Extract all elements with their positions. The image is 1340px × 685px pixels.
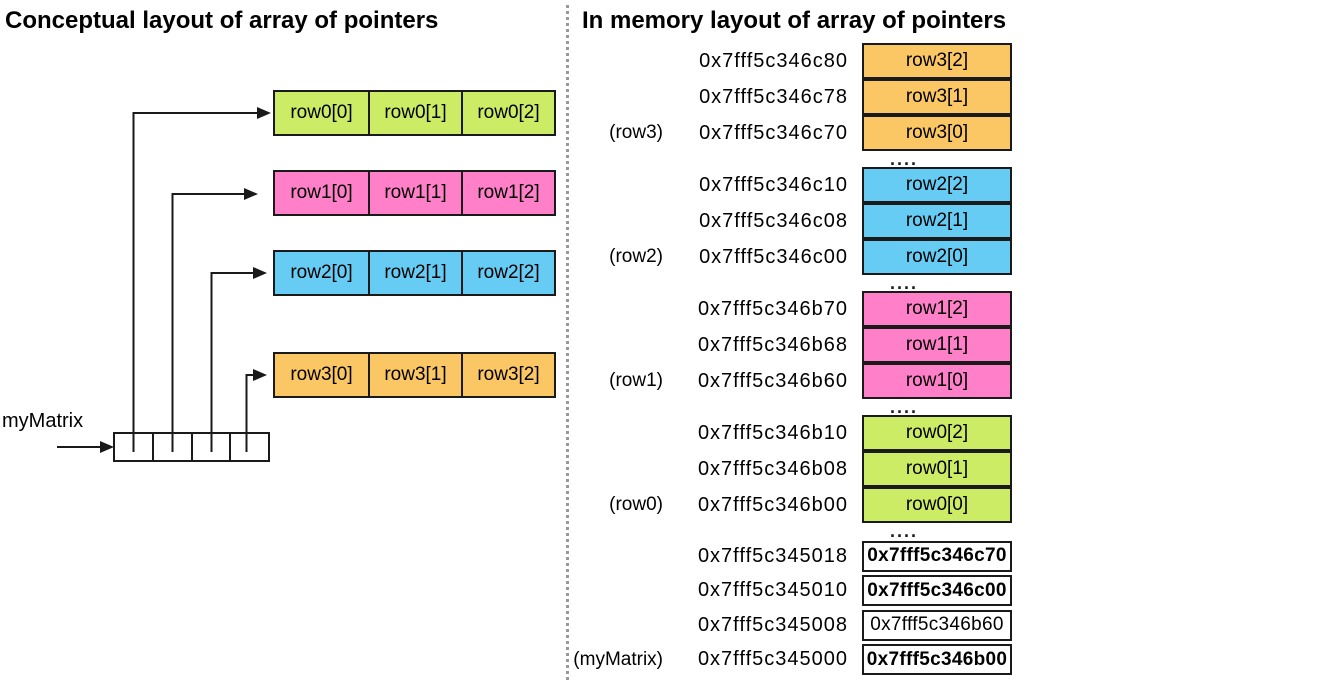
memory-address: 0x7fff5c346c08	[699, 209, 848, 232]
mymatrix-cell	[229, 434, 268, 460]
concept-cell: row3[2]	[461, 354, 554, 396]
concept-row-row3: row3[0]row3[1]row3[2]	[273, 352, 556, 398]
arrowhead-mymatrix-icon	[100, 441, 114, 453]
memory-row: (row0) 0x7fff5c346b00 row0[0]	[567, 487, 1047, 523]
memory-row: 0x7fff5c346c78 row3[1]	[567, 79, 1047, 115]
memory-groups: 0x7fff5c346c80 row3[2] 0x7fff5c346c78 row3[…	[567, 43, 1047, 677]
panel-divider-dotted-line	[566, 5, 569, 680]
memory-cell: row0[1]	[862, 451, 1012, 487]
memory-cell: row2[2]	[862, 167, 1012, 203]
concept-row-row0: row0[0]row0[1]row0[2]	[273, 90, 556, 136]
memory-row: 0x7fff5c346b10 row0[2]	[567, 415, 1047, 451]
memory-address: 0x7fff5c346b08	[697, 457, 848, 480]
memory-cell: row1[0]	[862, 363, 1012, 399]
memory-row: 0x7fff5c346b08 row0[1]	[567, 451, 1047, 487]
memory-address: 0x7fff5c346b00	[697, 493, 848, 516]
memory-row: 0x7fff5c345018 0x7fff5c346c70	[567, 539, 1047, 574]
memory-cell: row2[1]	[862, 203, 1012, 239]
memory-cell: row3[1]	[862, 79, 1012, 115]
memory-row: 0x7fff5c346b70 row1[2]	[567, 291, 1047, 327]
ellipsis-dots: ....	[890, 149, 919, 169]
memory-row: 0x7fff5c346b68 row1[1]	[567, 327, 1047, 363]
group-label: (row1)	[609, 370, 663, 391]
concept-cell: row3[0]	[275, 354, 368, 396]
memory-row: 0x7fff5c346c08 row2[1]	[567, 203, 1047, 239]
memory-address: 0x7fff5c346c00	[699, 245, 848, 268]
conceptual-panel-title: Conceptual layout of array of pointers	[5, 7, 439, 34]
memory-cell: row1[2]	[862, 291, 1012, 327]
memory-address: 0x7fff5c346c80	[699, 49, 848, 72]
arrowhead-row3-icon	[253, 369, 267, 381]
concept-cell: row2[0]	[275, 252, 368, 294]
pointer-line-row0	[132, 112, 258, 452]
mymatrix-cell	[151, 434, 191, 460]
concept-cell: row0[1]	[368, 92, 461, 134]
memory-address: 0x7fff5c345008	[697, 613, 848, 636]
ellipsis-dots: ....	[890, 273, 919, 293]
group-label: (myMatrix)	[573, 648, 663, 670]
concept-cell: row1[2]	[461, 172, 554, 214]
memory-row: 0x7fff5c346c80 row3[2]	[567, 43, 1047, 79]
concept-cell: row3[1]	[368, 354, 461, 396]
memory-row: 0x7fff5c345008 0x7fff5c346b60	[567, 608, 1047, 643]
ellipsis-row: ....	[567, 273, 1047, 293]
pointer-value-cell: 0x7fff5c346b00	[862, 644, 1012, 676]
mymatrix-pointer-array-box	[113, 432, 270, 462]
memory-row: (row1) 0x7fff5c346b60 row1[0]	[567, 363, 1047, 399]
mymatrix-cell	[115, 434, 152, 460]
memory-row: 0x7fff5c345010 0x7fff5c346c00	[567, 574, 1047, 609]
memory-row: 0x7fff5c346c10 row2[2]	[567, 167, 1047, 203]
concept-row-row2: row2[0]row2[1]row2[2]	[273, 250, 556, 296]
memory-cell: row2[0]	[862, 239, 1012, 275]
memory-row: (row2) 0x7fff5c346c00 row2[0]	[567, 239, 1047, 275]
group-label: (row0)	[609, 494, 663, 515]
memory-row: (myMatrix) 0x7fff5c345000 0x7fff5c346b00	[567, 643, 1047, 678]
memory-cell: row0[2]	[862, 415, 1012, 451]
ellipsis-row: ....	[567, 397, 1047, 417]
pointer-value-cell: 0x7fff5c346c00	[862, 575, 1012, 607]
pointer-line-row2	[210, 272, 254, 452]
ellipsis-dots: ....	[890, 397, 919, 417]
memory-cell: row3[0]	[862, 115, 1012, 151]
group-label: (row2)	[609, 246, 663, 267]
concept-cell: row1[1]	[368, 172, 461, 214]
memory-address: 0x7fff5c345010	[697, 579, 848, 602]
memory-cell: row3[2]	[862, 43, 1012, 79]
concept-cell: row2[2]	[461, 252, 554, 294]
memory-address: 0x7fff5c345000	[697, 648, 848, 671]
memory-address: 0x7fff5c346b68	[697, 333, 848, 356]
group-label: (row3)	[609, 122, 663, 143]
memory-address: 0x7fff5c346c10	[699, 173, 848, 196]
ellipsis-row: ....	[567, 149, 1047, 169]
arrowhead-row1-icon	[244, 188, 258, 200]
concept-cell: row1[0]	[275, 172, 368, 214]
memory-row: (row3) 0x7fff5c346c70 row3[0]	[567, 115, 1047, 151]
mymatrix-label: myMatrix	[2, 410, 84, 432]
concept-cell: row2[1]	[368, 252, 461, 294]
concept-cell: row0[0]	[275, 92, 368, 134]
pointer-value-cell: 0x7fff5c346c70	[862, 540, 1012, 572]
memory-address: 0x7fff5c346b70	[697, 297, 848, 320]
memory-address: 0x7fff5c346c78	[699, 85, 848, 108]
arrowhead-row2-icon	[253, 267, 267, 279]
memory-address: 0x7fff5c345018	[697, 544, 848, 567]
ellipsis-dots: ....	[890, 521, 919, 541]
memory-cell: row0[0]	[862, 487, 1012, 523]
arrowhead-row0-icon	[257, 107, 271, 119]
memory-panel-title: In memory layout of array of pointers	[582, 7, 1007, 34]
concept-row-row1: row1[0]row1[1]row1[2]	[273, 170, 556, 216]
memory-address: 0x7fff5c346b10	[697, 421, 848, 444]
mymatrix-cell	[190, 434, 230, 460]
pointer-line-row1	[171, 193, 245, 452]
memory-address: 0x7fff5c346b60	[697, 369, 848, 392]
pointer-value-cell: 0x7fff5c346b60	[862, 609, 1012, 641]
memory-address: 0x7fff5c346c70	[699, 121, 848, 144]
ellipsis-row: ....	[567, 521, 1047, 541]
memory-cell: row1[1]	[862, 327, 1012, 363]
concept-cell: row0[2]	[461, 92, 554, 134]
